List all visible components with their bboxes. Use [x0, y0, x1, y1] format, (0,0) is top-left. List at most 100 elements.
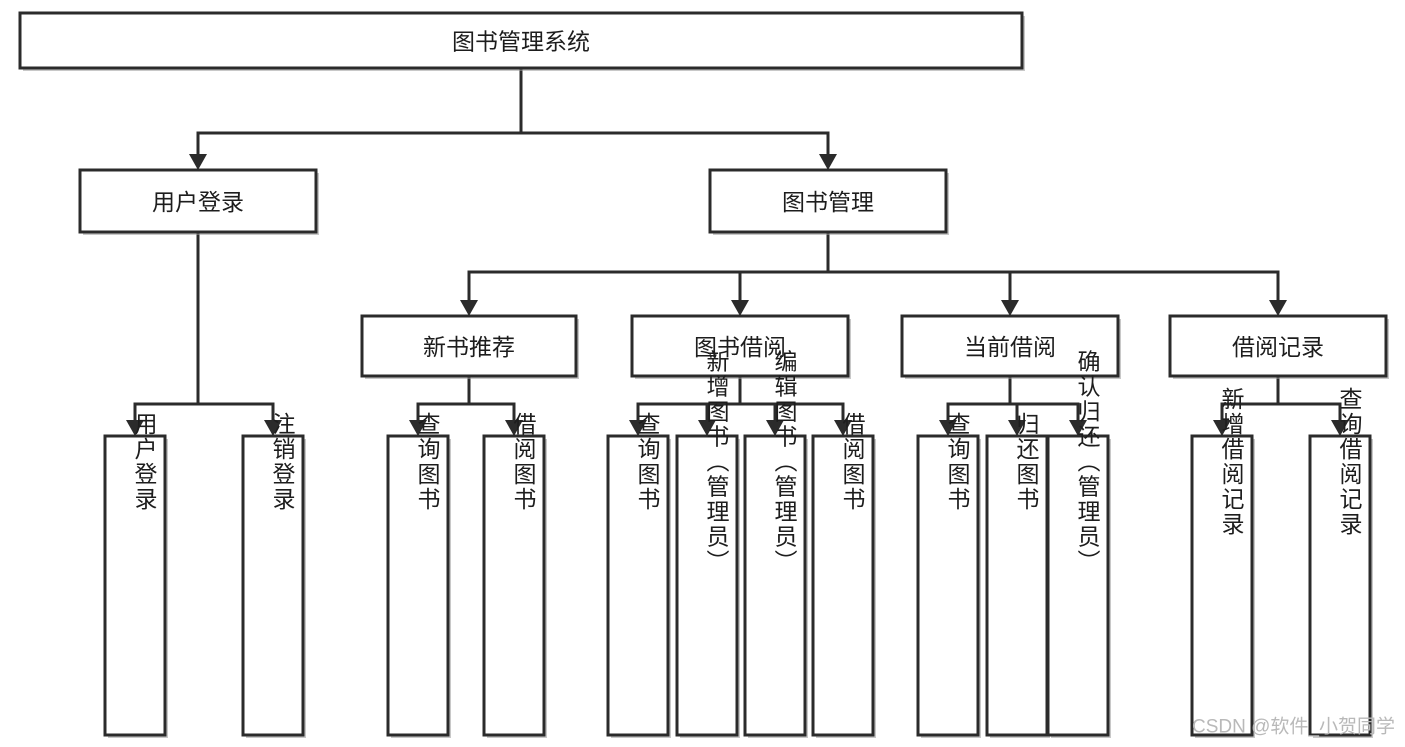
node-book-borrow[interactable]: 图书借阅: [630, 314, 851, 379]
arrow-head-icon: [409, 420, 427, 436]
node-box[interactable]: [18, 11, 1024, 70]
arrow-head-icon: [1213, 420, 1231, 436]
node-box[interactable]: [1168, 314, 1388, 378]
connector-book-admin-to-book-borrow: [731, 232, 830, 316]
connector-line: [738, 376, 777, 423]
node-label: 编辑图书（管理员）: [771, 350, 798, 575]
connector-line: [196, 232, 275, 423]
node-user-login[interactable]: 用户登录: [78, 168, 319, 235]
connector-line: [519, 68, 830, 157]
edge-layer: [126, 68, 1349, 436]
arrow-head-icon: [126, 420, 144, 436]
connector-current-borrow-to-leaf-confirm-return: [1008, 376, 1087, 436]
node-box[interactable]: [900, 314, 1120, 378]
connector-line: [196, 68, 523, 157]
node-box[interactable]: [103, 434, 167, 737]
node-label: 归还图书: [1013, 412, 1040, 512]
node-box[interactable]: [1046, 434, 1110, 737]
arrow-head-icon: [731, 300, 749, 316]
node-box[interactable]: [811, 434, 875, 737]
node-label: 用户登录: [131, 412, 158, 512]
watermark-text: CSDN @软件_小贺同学: [1192, 716, 1395, 738]
node-leaf-add-record[interactable]: 新增借阅记录: [1190, 387, 1255, 738]
connector-borrow-record-to-leaf-query-record: [1276, 376, 1349, 436]
node-layer: 图书管理系统用户登录图书管理新书推荐图书借阅当前借阅借阅记录用户登录注销登录查询…: [18, 11, 1389, 739]
node-book-admin[interactable]: 图书管理: [708, 168, 949, 235]
node-box[interactable]: [1308, 434, 1372, 737]
connector-line: [1008, 376, 1080, 423]
node-leaf-user-logout[interactable]: 注销登录: [241, 412, 306, 738]
node-box[interactable]: [386, 434, 450, 737]
arrow-head-icon: [1008, 420, 1026, 436]
node-box[interactable]: [916, 434, 980, 737]
arrow-head-icon: [1269, 300, 1287, 316]
node-leaf-add-book[interactable]: 新增图书（管理员）: [675, 350, 740, 739]
connector-user-login-to-leaf-user-logout: [196, 232, 282, 436]
node-borrow-record[interactable]: 借阅记录: [1168, 314, 1389, 379]
node-label: 借阅记录: [1232, 334, 1324, 360]
node-box[interactable]: [482, 434, 546, 737]
node-box[interactable]: [78, 168, 318, 234]
node-box[interactable]: [985, 434, 1049, 737]
arrow-head-icon: [1331, 420, 1349, 436]
node-box[interactable]: [708, 168, 948, 234]
node-label: 查询图书: [414, 412, 441, 512]
connector-root-to-user-login: [189, 68, 523, 170]
node-label: 用户登录: [152, 189, 244, 215]
node-box[interactable]: [241, 434, 305, 737]
arrow-head-icon: [834, 420, 852, 436]
node-label: 查询图书: [634, 412, 661, 512]
node-label: 查询图书: [944, 412, 971, 512]
node-box[interactable]: [630, 314, 850, 378]
arrow-head-icon: [1069, 420, 1087, 436]
arrow-head-icon: [698, 420, 716, 436]
connector-line: [826, 232, 1012, 303]
node-leaf-query-book-cur[interactable]: 查询图书: [916, 412, 981, 738]
connector-line: [133, 232, 200, 423]
arrow-head-icon: [505, 420, 523, 436]
node-root[interactable]: 图书管理系统: [18, 11, 1025, 71]
connector-line: [1276, 376, 1342, 423]
node-leaf-edit-book[interactable]: 编辑图书（管理员）: [743, 350, 808, 739]
connector-line: [467, 232, 830, 303]
node-leaf-query-record[interactable]: 查询借阅记录: [1308, 387, 1373, 738]
arrow-head-icon: [460, 300, 478, 316]
node-leaf-user-login[interactable]: 用户登录: [103, 412, 168, 738]
node-leaf-borrow-book[interactable]: 借阅图书: [811, 412, 876, 738]
node-leaf-query-book[interactable]: 查询图书: [606, 412, 671, 738]
node-box[interactable]: [743, 434, 807, 737]
node-leaf-return-book[interactable]: 归还图书: [985, 412, 1050, 738]
node-label: 注销登录: [269, 412, 296, 512]
arrow-head-icon: [766, 420, 784, 436]
node-box[interactable]: [606, 434, 670, 737]
node-label: 借阅图书: [839, 412, 866, 512]
connector-root-to-book-admin: [519, 68, 837, 170]
connector-line: [738, 376, 845, 423]
node-label: 图书管理: [782, 189, 874, 215]
node-label: 当前借阅: [964, 334, 1056, 360]
connector-line: [738, 232, 830, 303]
node-new-book-rec[interactable]: 新书推荐: [360, 314, 579, 379]
node-label: 图书借阅: [694, 334, 786, 360]
connector-book-admin-to-current-borrow: [826, 232, 1019, 316]
node-leaf-borrow-book-rec[interactable]: 借阅图书: [482, 412, 547, 738]
node-box[interactable]: [360, 314, 578, 378]
node-label: 借阅图书: [510, 412, 537, 512]
connector-new-book-rec-to-leaf-borrow-book-rec: [467, 376, 523, 436]
arrow-head-icon: [1001, 300, 1019, 316]
arrow-head-icon: [189, 154, 207, 170]
node-leaf-confirm-return[interactable]: 确认归还（管理员）: [1046, 350, 1111, 739]
node-leaf-query-book-rec[interactable]: 查询图书: [386, 412, 451, 738]
connector-line: [826, 232, 1280, 303]
node-box[interactable]: [675, 434, 739, 737]
arrow-head-icon: [819, 154, 837, 170]
node-box[interactable]: [1190, 434, 1254, 737]
node-label: 新增借阅记录: [1218, 387, 1245, 537]
connector-user-login-to-leaf-user-login: [126, 232, 200, 436]
connector-book-admin-to-borrow-record: [826, 232, 1287, 316]
node-current-borrow[interactable]: 当前借阅: [900, 314, 1121, 379]
connector-line: [467, 376, 516, 423]
node-label: 确认归还（管理员）: [1074, 350, 1101, 575]
